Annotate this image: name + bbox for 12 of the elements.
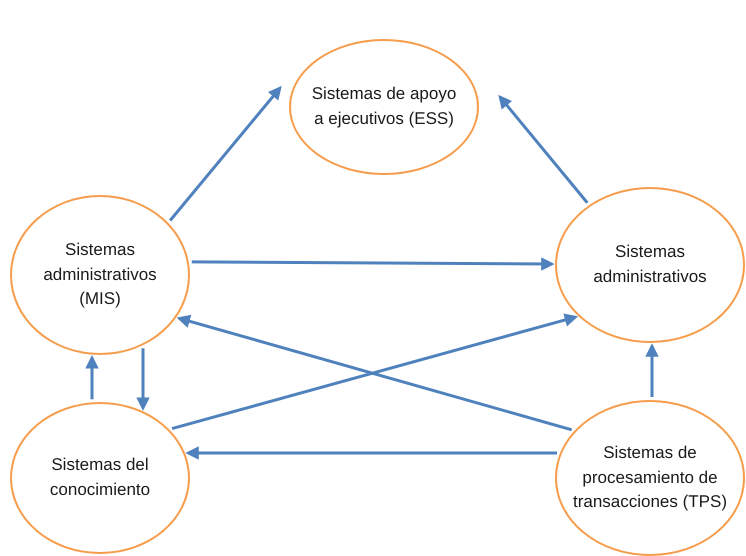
node-label: Sistemas del conocimiento bbox=[48, 454, 152, 501]
node-label: Sistemas de apoyo a ejecutivos (ESS) bbox=[310, 83, 458, 130]
arrow bbox=[85, 354, 99, 400]
arrow bbox=[185, 446, 557, 460]
arrow bbox=[168, 86, 282, 222]
arrow bbox=[136, 348, 150, 411]
arrow bbox=[192, 257, 555, 271]
node-label: Sistemas administrativos bbox=[592, 241, 708, 288]
arrow bbox=[645, 343, 659, 398]
arrow bbox=[498, 94, 588, 204]
node-label: Sistemas administrativos (MIS) bbox=[42, 239, 158, 310]
node-label: Sistemas de procesamiento de transacciones (TPS) bbox=[572, 442, 728, 514]
